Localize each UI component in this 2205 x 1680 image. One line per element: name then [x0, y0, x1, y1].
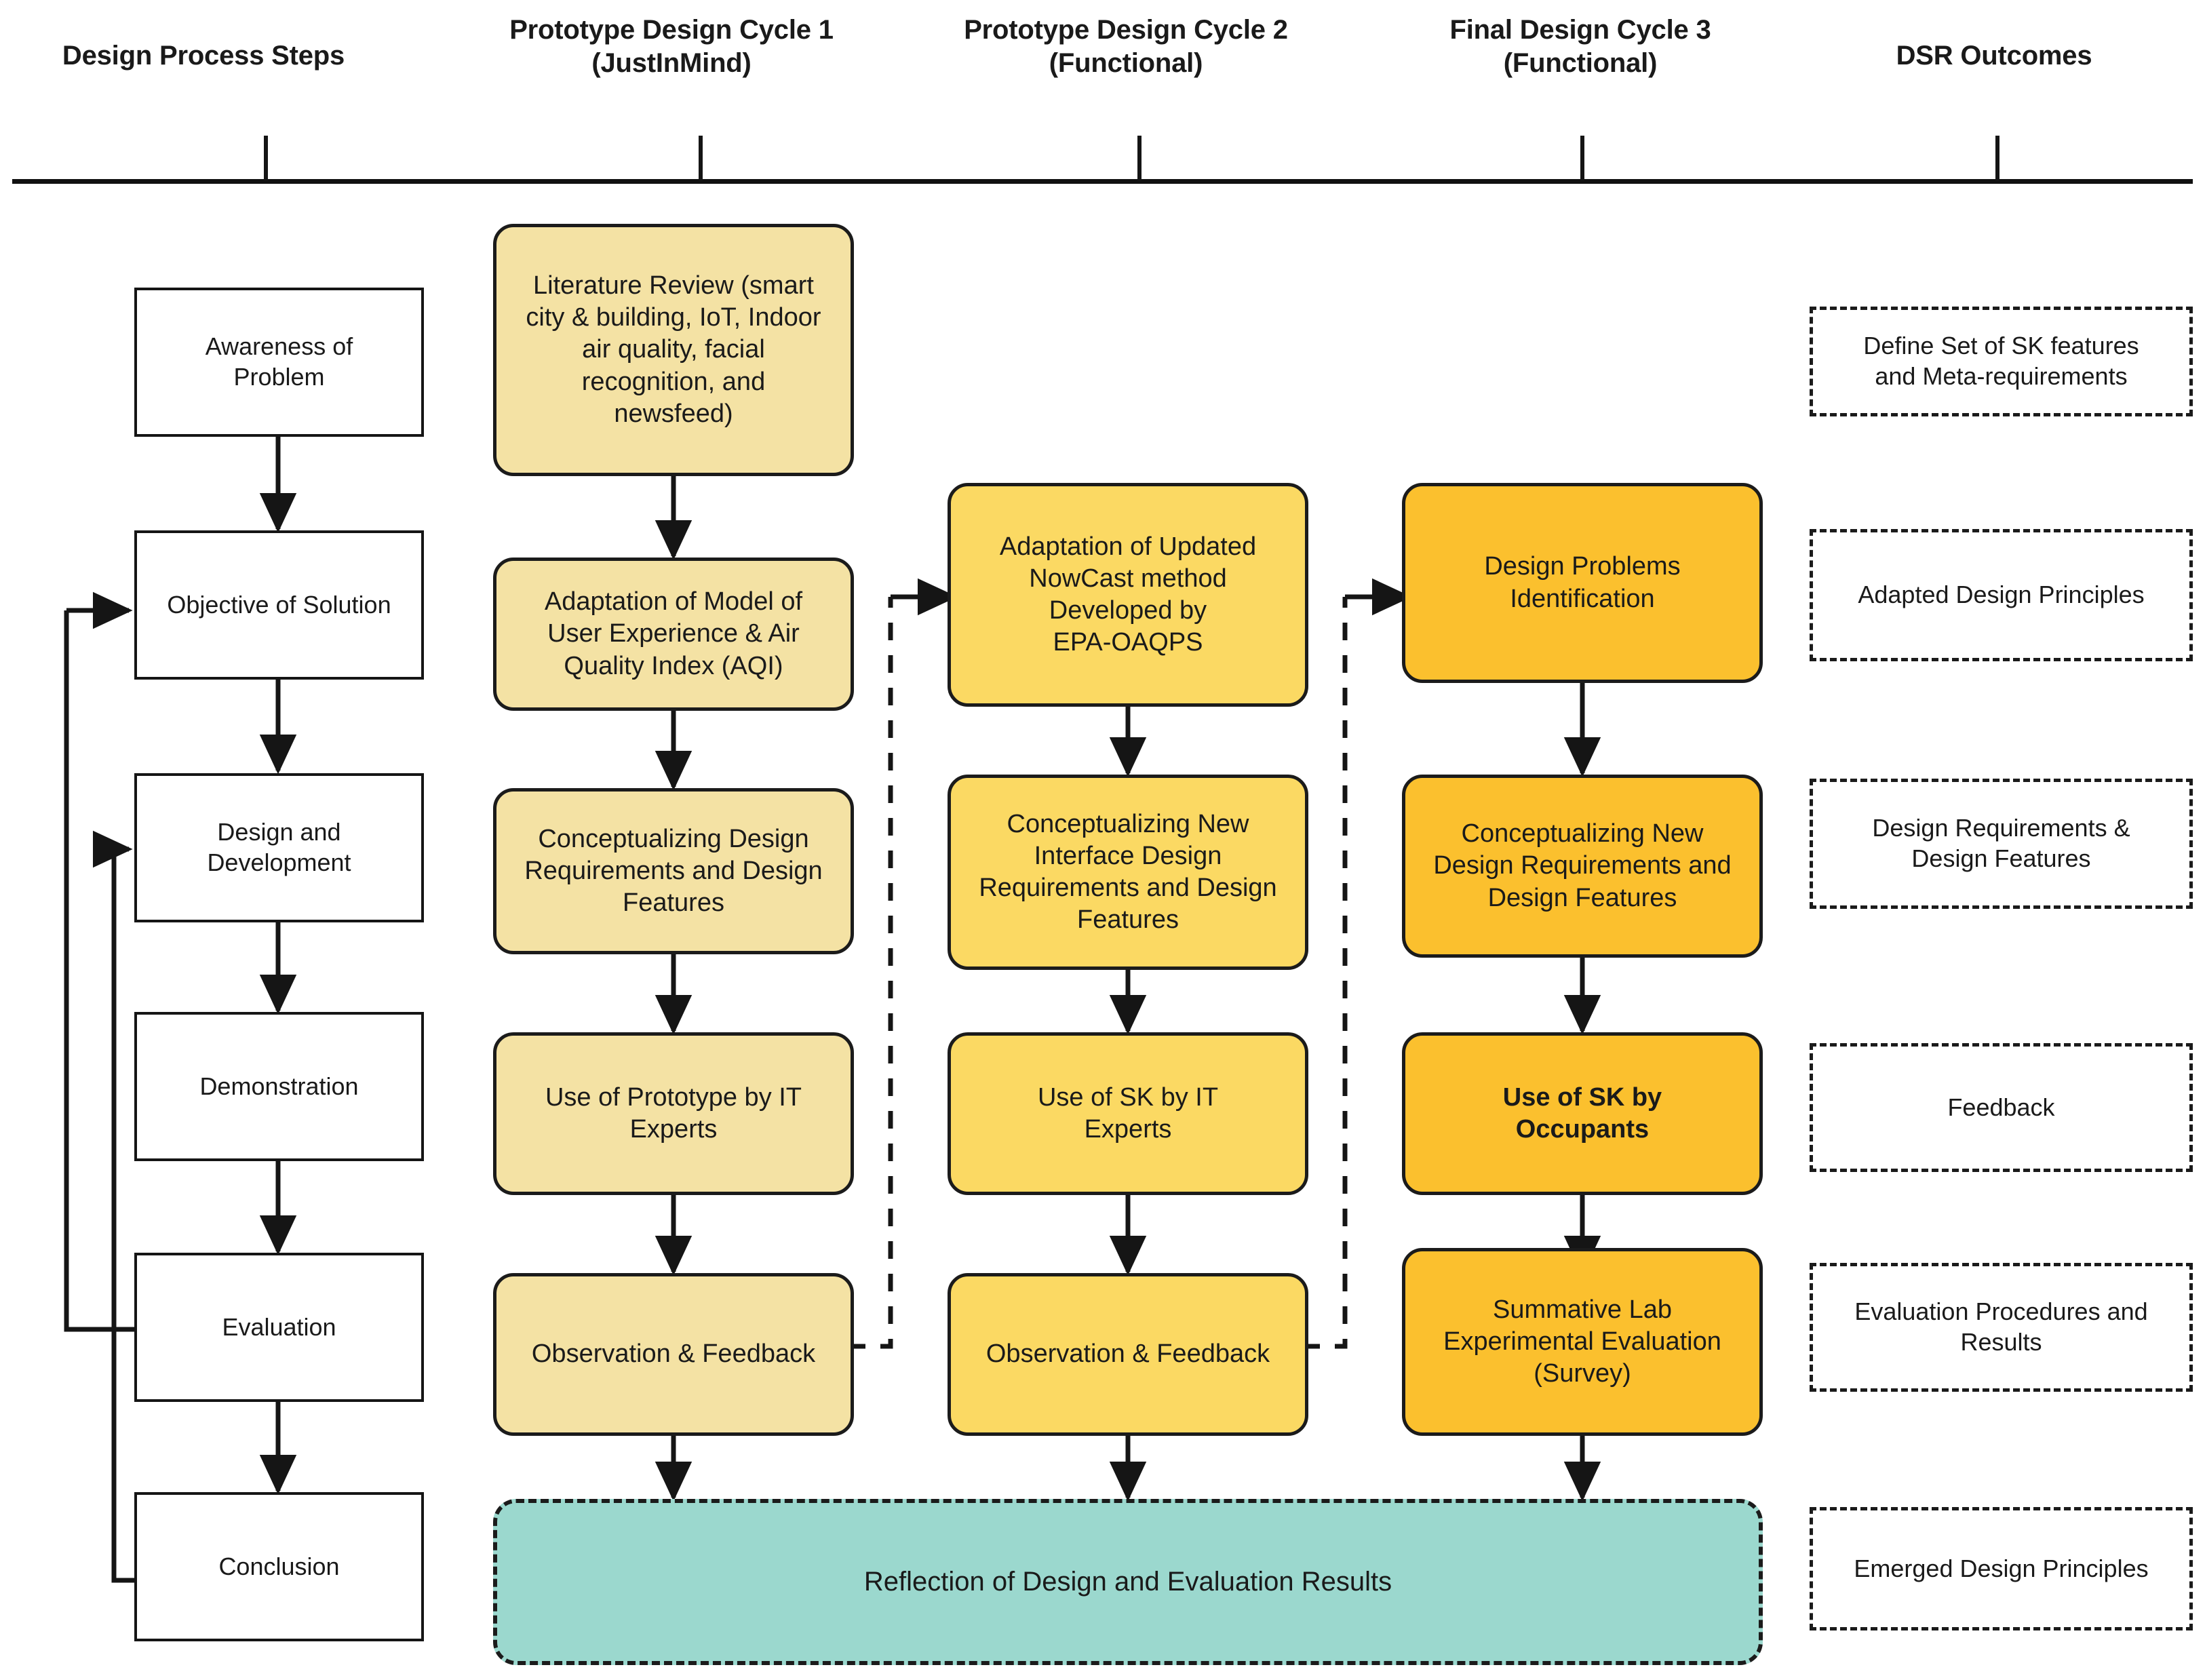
step-box-objective-of-solution[interactable]: Objective of Solution: [134, 530, 424, 680]
column-header-label: Prototype Design Cycle 2 (Functional): [964, 15, 1288, 78]
cycle2-label: Adaptation of Updated NowCast method Dev…: [999, 532, 1257, 657]
cycle1-box-use-of-prototype-by-it-experts[interactable]: Use of Prototype by IT Experts: [493, 1032, 854, 1195]
column-header-prototype-design-cycle-1: Prototype Design Cycle 1 (JustInMind): [468, 14, 875, 80]
header-divider-rule: [12, 179, 2193, 184]
column-header-label: Final Design Cycle 3 (Functional): [1449, 15, 1711, 78]
step-box-demonstration[interactable]: Demonstration: [134, 1012, 424, 1161]
column-header-label: Prototype Design Cycle 1 (JustInMind): [509, 15, 834, 78]
cycle2-label: Conceptualizing New Interface Design Req…: [979, 809, 1277, 935]
step-label: Design and Development: [207, 818, 351, 876]
column-header-label: DSR Outcomes: [1896, 41, 2092, 71]
cycle2-box-observation-and-feedback[interactable]: Observation & Feedback: [948, 1273, 1308, 1436]
outcome-box-emerged-design-principles[interactable]: Emerged Design Principles: [1810, 1507, 2193, 1630]
outcome-label: Feedback: [1947, 1093, 2055, 1121]
outcome-box-feedback[interactable]: Feedback: [1810, 1043, 2193, 1172]
cycle3-box-conceptualizing-new-design-requirements[interactable]: Conceptualizing New Design Requirements …: [1402, 775, 1763, 958]
cycle1-label: Observation & Feedback: [531, 1340, 816, 1369]
outcome-box-adapted-design-principles[interactable]: Adapted Design Principles: [1810, 529, 2193, 661]
column-header-label: Design Process Steps: [62, 41, 345, 71]
step-box-conclusion[interactable]: Conclusion: [134, 1492, 424, 1641]
outcome-box-define-set-of-sk-features[interactable]: Define Set of SK features and Meta-requi…: [1810, 307, 2193, 416]
cycle1-label: Literature Review (smart city & building…: [526, 271, 821, 428]
step-box-design-and-development[interactable]: Design and Development: [134, 773, 424, 922]
cycle2-label: Use of SK by IT Experts: [1037, 1082, 1219, 1144]
column-header-prototype-design-cycle-2: Prototype Design Cycle 2 (Functional): [922, 14, 1329, 80]
outcome-label: Evaluation Procedures and Results: [1854, 1297, 2148, 1356]
cycle3-box-use-of-sk-by-occupants[interactable]: Use of SK by Occupants: [1402, 1032, 1763, 1195]
outcome-label: Adapted Design Principles: [1858, 581, 2145, 609]
cycle1-label: Use of Prototype by IT Experts: [545, 1082, 802, 1144]
step-label: Objective of Solution: [167, 590, 391, 619]
step-box-awareness-of-problem[interactable]: Awareness of Problem: [134, 288, 424, 437]
reflection-bar[interactable]: Reflection of Design and Evaluation Resu…: [493, 1499, 1763, 1665]
column-header-final-design-cycle-3: Final Design Cycle 3 (Functional): [1377, 14, 1784, 80]
cycle1-box-conceptualizing-design-requirements[interactable]: Conceptualizing Design Requirements and …: [493, 788, 854, 954]
step-label: Demonstration: [199, 1072, 359, 1100]
cycle1-box-adaptation-of-model-ux-aqi[interactable]: Adaptation of Model of User Experience &…: [493, 558, 854, 711]
cycle2-box-adaptation-nowcast-epa-oaqps[interactable]: Adaptation of Updated NowCast method Dev…: [948, 483, 1308, 707]
outcome-label: Design Requirements & Design Features: [1872, 814, 2130, 872]
step-label: Evaluation: [222, 1312, 336, 1341]
cycle1-label: Adaptation of Model of User Experience &…: [544, 587, 803, 680]
column-header-dsr-outcomes: DSR Outcomes: [1791, 39, 2198, 73]
cycle2-label: Observation & Feedback: [986, 1340, 1270, 1369]
outcome-label: Emerged Design Principles: [1854, 1554, 2149, 1582]
cycle3-box-design-problems-identification[interactable]: Design Problems Identification: [1402, 483, 1763, 683]
cycle3-label: Summative Lab Experimental Evaluation (S…: [1443, 1295, 1721, 1388]
column-header-design-process-steps: Design Process Steps: [20, 39, 387, 73]
cycle3-label: Use of SK by Occupants: [1502, 1082, 1662, 1144]
outcome-label: Define Set of SK features and Meta-requi…: [1863, 332, 2139, 390]
cycle2-box-use-of-sk-by-it-experts[interactable]: Use of SK by IT Experts: [948, 1032, 1308, 1195]
cycle1-box-observation-and-feedback[interactable]: Observation & Feedback: [493, 1273, 854, 1436]
reflection-label: Reflection of Design and Evaluation Resu…: [863, 1566, 1392, 1597]
outcome-box-evaluation-procedures-and-results[interactable]: Evaluation Procedures and Results: [1810, 1263, 2193, 1392]
step-label: Conclusion: [218, 1552, 340, 1580]
cycle2-box-conceptualizing-new-interface-design[interactable]: Conceptualizing New Interface Design Req…: [948, 775, 1308, 970]
cycle3-box-summative-lab-experimental-evaluation[interactable]: Summative Lab Experimental Evaluation (S…: [1402, 1248, 1763, 1436]
outcome-box-design-requirements-and-features[interactable]: Design Requirements & Design Features: [1810, 779, 2193, 909]
cycle3-label: Conceptualizing New Design Requirements …: [1433, 819, 1732, 912]
cycle1-box-literature-review[interactable]: Literature Review (smart city & building…: [493, 224, 854, 476]
step-label: Awareness of Problem: [205, 332, 353, 391]
cycle1-label: Conceptualizing Design Requirements and …: [524, 824, 823, 918]
step-box-evaluation[interactable]: Evaluation: [134, 1253, 424, 1402]
cycle3-label: Design Problems Identification: [1484, 552, 1681, 613]
